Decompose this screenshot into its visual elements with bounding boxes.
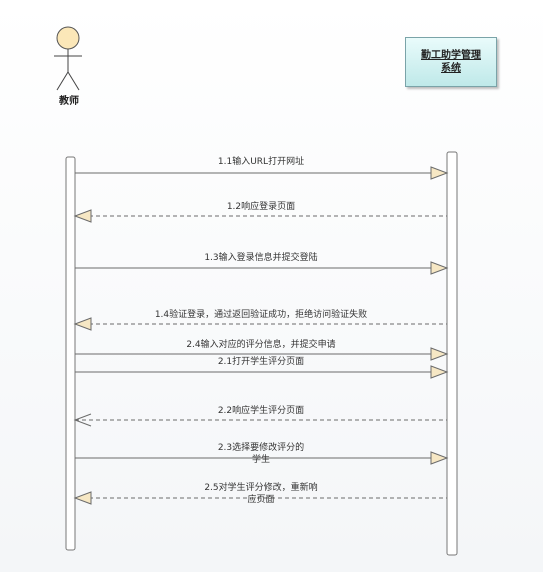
system-title-line1: 勤工助学管理 [421,50,481,61]
message-label: 1.3输入登录信息并提交登陆 [204,253,318,263]
system-lifeline-header[interactable]: 勤工助学管理 系统 [405,37,497,87]
message-label: 1.4验证登录，通过返回验证成功，拒绝访问验证失败 [154,310,368,320]
message-label: 1.1输入URL打开网址 [217,157,305,167]
actor-icon [54,26,82,91]
message-label: 2.1打开学生评分页面 [217,357,305,367]
message-arrow-head [73,317,92,331]
message-arrow-head [73,413,92,427]
message-arrow-head [73,209,92,223]
message-label: 2.5对学生评分修改，重新响 应页面 [75,482,447,506]
message-arrow-head [430,451,449,465]
message-arrow-head [430,261,449,275]
message-arrow-head [430,347,449,361]
message-label: 1.2响应登录页面 [226,202,296,212]
message-label-line1: 2.3选择要修改评分的 [217,443,305,453]
message-label: 2.2响应学生评分页面 [217,406,305,416]
message-label-line2: 学生 [251,455,270,465]
message-label: 2.4输入对应的评分信息，并提交申请 [186,340,336,350]
message-label-line2: 应页面 [247,495,275,505]
system-lifeline [446,151,458,556]
actor-lifeline [65,156,76,551]
message-arrow-head [430,365,449,379]
system-title-line2: 系统 [441,63,461,74]
message-arrow-head [430,166,449,180]
message-label: 2.3选择要修改评分的 学生 [75,442,447,466]
message-label-line1: 2.5对学生评分修改，重新响 [204,483,318,493]
actor-label: 教师 [59,96,79,107]
message-arrow-head [73,491,92,505]
